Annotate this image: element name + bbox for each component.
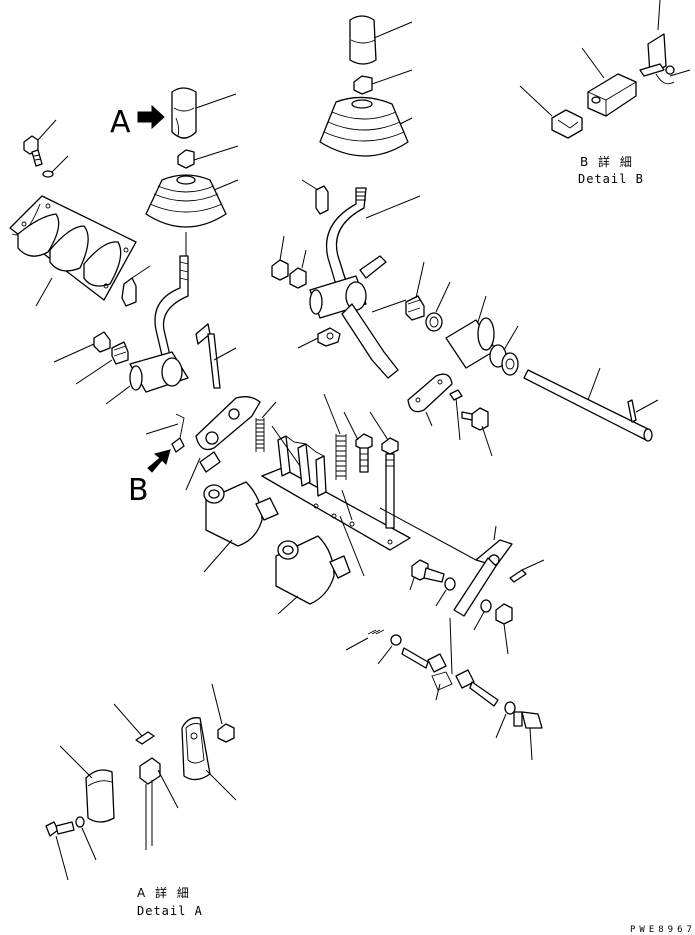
shoulder-bolt <box>409 559 445 591</box>
right-lever-knob <box>349 15 413 65</box>
nut-link <box>495 603 513 655</box>
detail-a-jp-label: A 詳 細 <box>137 885 192 900</box>
bell-crank <box>379 507 513 617</box>
washer-top-left <box>42 155 69 178</box>
main-shaft <box>523 367 653 442</box>
right-lever-pivot <box>309 255 407 379</box>
right-lever-boot <box>319 96 413 157</box>
plate-bracket-link <box>341 489 353 521</box>
lower-guide-plate <box>145 396 261 491</box>
pin <box>627 399 659 423</box>
washer-right <box>297 327 341 349</box>
bushing-left-2 <box>75 341 129 385</box>
callout-label-a: A <box>110 105 131 140</box>
detent-switch-left <box>121 265 151 307</box>
detail-b-drawing <box>519 0 691 139</box>
solenoid-right <box>275 535 351 615</box>
gasket <box>9 195 137 307</box>
callout-label-b: B <box>128 473 149 508</box>
detail-b-jp-label: B 詳 細 <box>580 154 635 169</box>
detail-b-en-label: Detail B <box>578 172 644 186</box>
nut-right-1 <box>271 235 289 281</box>
bolt-center-1 <box>343 411 373 473</box>
washer-link-2 <box>473 599 492 631</box>
washers-right <box>489 325 519 376</box>
detent-switch-right <box>301 179 329 215</box>
collar-right <box>445 295 497 369</box>
nut-right-2 <box>289 249 307 289</box>
bolt-top-left <box>23 119 57 167</box>
left-lever-nut <box>177 145 239 169</box>
callout-arrow-a <box>137 104 165 130</box>
left-lever-knob <box>171 87 237 139</box>
left-lever-bracket <box>195 323 237 389</box>
left-lever-pivot <box>105 351 189 405</box>
detail-a-en-label: Detail A <box>137 904 203 918</box>
pin-link-top <box>509 559 545 583</box>
link-rod <box>401 617 499 707</box>
seal-right <box>425 281 451 332</box>
left-lever-boot <box>145 174 239 228</box>
left-lever-link <box>199 451 221 473</box>
left-spring <box>255 401 277 452</box>
washer-link-1 <box>435 577 456 607</box>
bolt-link-end <box>513 711 543 761</box>
drawing-code: PWE8967 <box>630 925 695 935</box>
clip-link <box>345 629 385 651</box>
right-lever-nut <box>353 69 413 95</box>
spring-center <box>323 393 347 480</box>
pin-right-stub <box>449 389 463 441</box>
cover-plate <box>407 373 453 427</box>
bushing-right-1 <box>405 261 425 321</box>
left-lever-rod <box>154 232 189 365</box>
bolt-center-2 <box>369 411 399 529</box>
washer-link-4 <box>495 701 516 739</box>
detail-a-drawing <box>45 683 237 881</box>
callout-arrow-b <box>147 449 171 473</box>
mounting-plate <box>261 425 411 577</box>
bushing-left-1 <box>53 331 111 363</box>
bolt-right <box>461 407 493 457</box>
solenoid-left <box>203 481 279 573</box>
washer-link-3 <box>377 634 402 665</box>
